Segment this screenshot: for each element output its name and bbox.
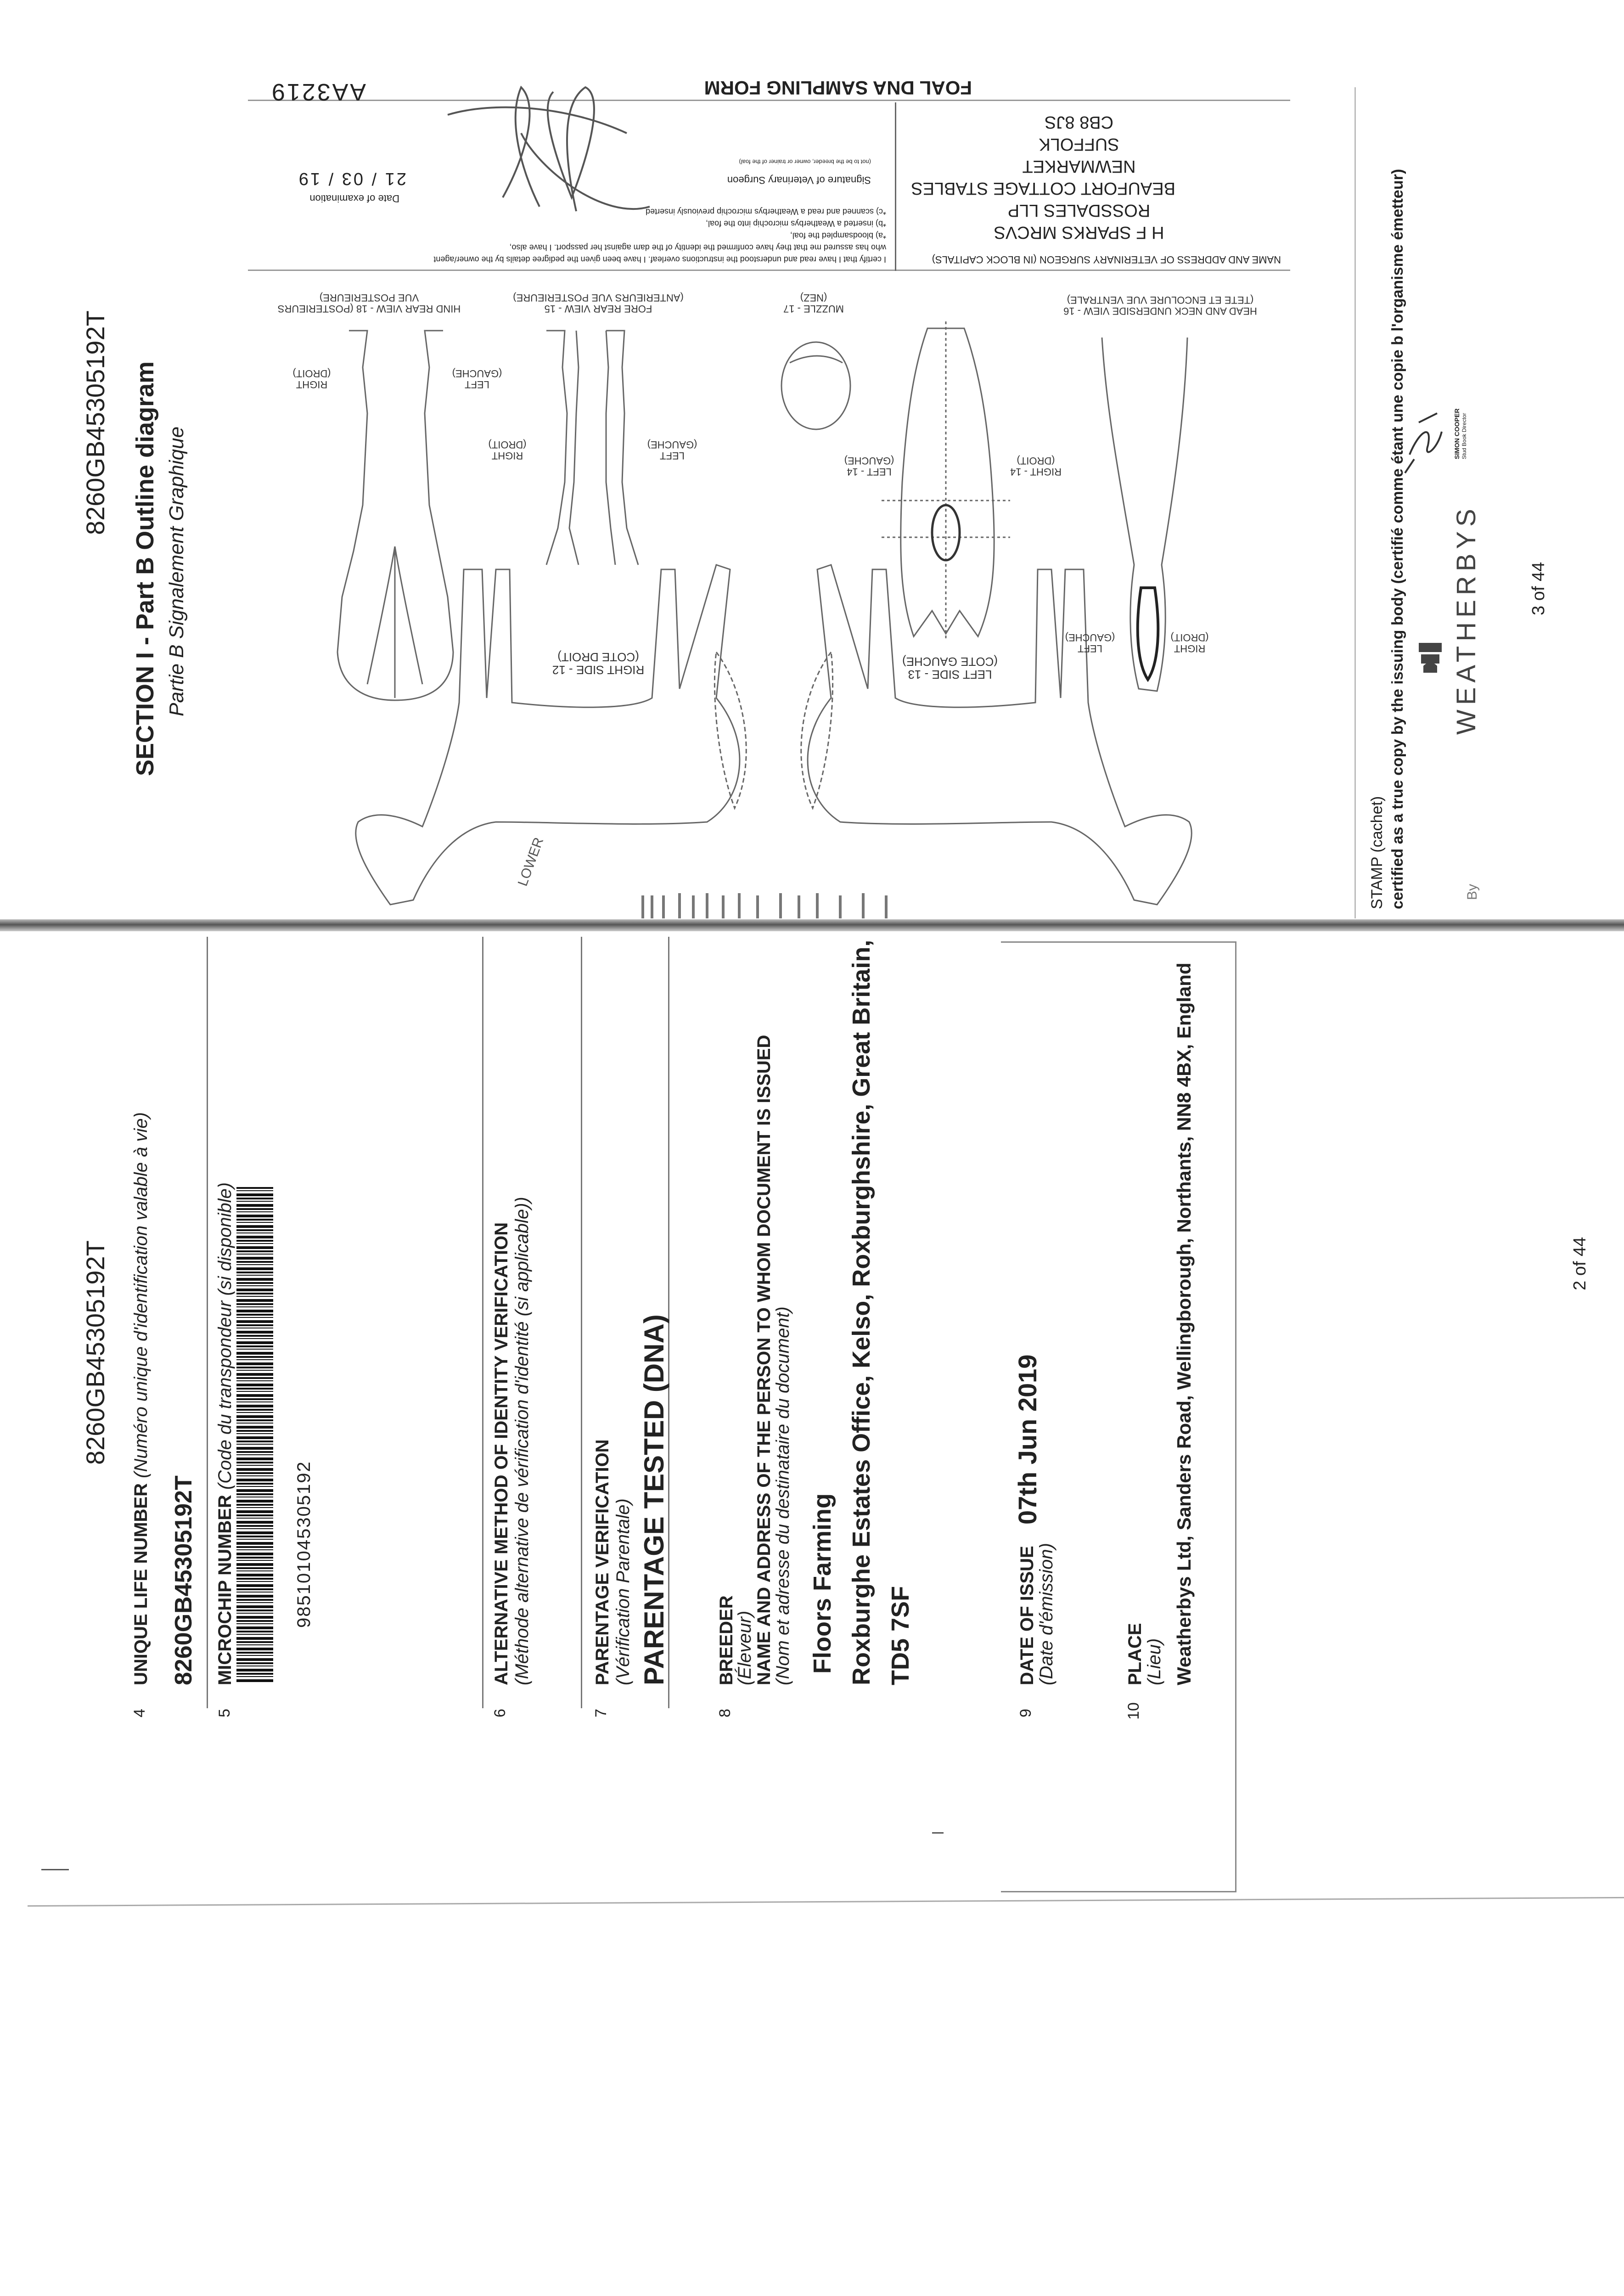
issuer-signature — [1404, 412, 1443, 474]
by-label: By — [1465, 884, 1480, 900]
field-number: 8 — [716, 1709, 734, 1717]
vet-sampling-form: NAME AND ADDRESS OF VETERINARY SURGEON (… — [248, 69, 1290, 280]
vet-signature — [447, 85, 650, 212]
breeder-label-fr: (Éleveur) — [735, 1610, 755, 1685]
weatherbys-logo: WEATHERBYS — [1451, 504, 1481, 735]
issue-box — [1001, 941, 1236, 1892]
certified-copy-text: certified as a true copy by the issuing … — [1389, 169, 1406, 909]
label-head-neck: HEAD AND NECK UNDERSIDE VIEW - 16(TETE E… — [1063, 294, 1257, 317]
divider — [207, 937, 208, 1708]
label-left-side: LEFT SIDE - 13(COTE GAUCHE) — [902, 655, 998, 681]
parentage-value: PARENTAGE TESTED (DNA) — [639, 1314, 669, 1685]
label-right-side: RIGHT SIDE - 12(COTE DROIT) — [552, 650, 644, 677]
recipient-label: NAME AND ADDRESS OF THE PERSON TO WHOM D… — [754, 1035, 774, 1685]
breeder-address: Roxburghe Estates Office, Kelso, Roxburg… — [848, 940, 875, 1685]
muzzle-view — [781, 341, 851, 430]
scan-edge — [28, 1896, 1624, 1907]
field-number: 5 — [216, 1709, 233, 1717]
scan-mark — [41, 1869, 69, 1870]
fore-legs-view — [545, 330, 639, 565]
top-view — [900, 327, 995, 638]
label-hind-rear: HIND REAR VIEW - 18 (POSTERIEURSVUE POST… — [278, 292, 461, 315]
right-side-horse — [355, 564, 747, 906]
divider — [581, 937, 582, 1708]
label-fore-rear: FORE REAR VIEW - 15(ANTERIEURS VUE POSTE… — [513, 292, 684, 315]
ueln-header: 8260GB45305192T — [81, 1240, 110, 1465]
outline-diagram: HIND REAR VIEW - 18 (POSTERIEURSVUE POST… — [278, 292, 1257, 918]
field-number: 7 — [592, 1709, 610, 1717]
place-value: Weatherbys Ltd, Sanders Road, Wellingbor… — [1173, 962, 1195, 1685]
breeder-name: Floors Farming — [809, 1493, 836, 1674]
label-fore-right: RIGHT(DROIT) — [488, 439, 526, 461]
microchip-value: 985101045305192 — [294, 1461, 314, 1628]
alt-method-label: ALTERNATIVE METHOD OF IDENTITY VERIFICAT… — [491, 1222, 511, 1685]
place-label: PLACE — [1125, 1623, 1145, 1685]
field-number: 9 — [1017, 1709, 1034, 1717]
scan-barcode-artifact — [641, 893, 888, 918]
divider — [482, 937, 483, 1708]
breeder-postcode: TD5 7SF — [887, 1586, 914, 1685]
parentage-label-fr: (Vérification Parentale) — [613, 1498, 633, 1685]
field-number: 10 — [1125, 1702, 1142, 1720]
page-number-3: 3 of 44 — [1529, 562, 1548, 615]
stamp-box — [1354, 87, 1604, 918]
signatory-name: SIMON COOPER — [1453, 408, 1461, 459]
microchip-label: MICROCHIP NUMBER (Code du transpondeur (… — [215, 1182, 235, 1685]
hind-legs-view — [337, 330, 454, 701]
weatherbys-crest-icon — [1419, 643, 1442, 673]
field-number: 6 — [491, 1709, 509, 1717]
parentage-label: PARENTAGE VERIFICATION — [592, 1439, 613, 1685]
ueln-value: 8260GB45305192T — [170, 1475, 197, 1685]
label-hind-right: RIGHT(DROIT) — [292, 368, 331, 390]
label-fore-left: LEFT(GAUCHE) — [647, 439, 697, 461]
left-side-horse — [800, 564, 1192, 906]
alt-method-label-fr: (Méthode alternative de vérification d'i… — [512, 1197, 532, 1685]
label-head-left: LEFT(GAUCHE) — [1065, 632, 1115, 654]
field-number: 4 — [131, 1709, 148, 1717]
handwritten-lower-note: LOWER — [515, 835, 547, 888]
scan-mark — [932, 1832, 944, 1834]
page-number-2: 2 of 44 — [1570, 1237, 1590, 1290]
issue-date-label: DATE OF ISSUE — [1017, 1546, 1037, 1685]
breeder-label: BREEDER — [716, 1595, 736, 1685]
signatory-role: Stud Book Director — [1461, 413, 1467, 459]
label-muzzle: MUZZLE - 17(NEZ) — [783, 292, 844, 315]
ueln-label: UNIQUE LIFE NUMBER (Numéro unique d'iden… — [131, 1112, 151, 1685]
label-left-14: LEFT - 14(GAUCHE) — [844, 455, 894, 478]
head-neck-underside-view — [1101, 337, 1188, 692]
stamp-label: STAMP (cachet) — [1368, 796, 1386, 909]
label-head-right: RIGHT(DROIT) — [1170, 632, 1208, 654]
divider — [668, 937, 669, 1708]
place-label-fr: (Lieu) — [1144, 1638, 1164, 1685]
microchip-barcode — [236, 1187, 273, 1683]
issue-date-value: 07th Jun 2019 — [1013, 1354, 1042, 1525]
recipient-label-fr: (Nom et adresse du destinataire du docum… — [773, 1306, 793, 1685]
label-right-14: RIGHT - 14(DROIT) — [1010, 455, 1062, 478]
scan-divider — [0, 919, 1624, 931]
issue-date-label-fr: (Date d'émission) — [1036, 1543, 1056, 1685]
label-hind-left: LEFT(GAUCHE) — [452, 368, 502, 390]
